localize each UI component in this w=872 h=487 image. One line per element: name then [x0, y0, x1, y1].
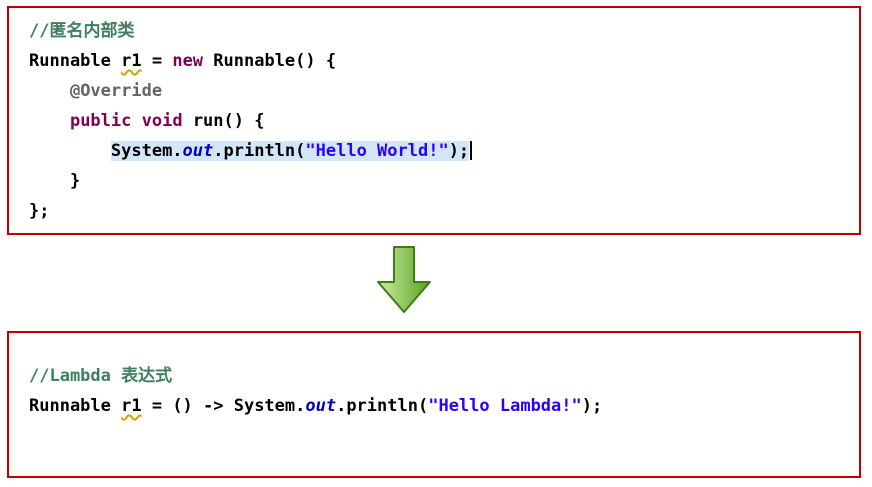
code-token-plain: System. — [110, 141, 183, 161]
code-line: //匿名内部类 — [29, 16, 849, 46]
code-token-string: "Hello Lambda!" — [428, 396, 582, 416]
code-token-plain: Runnable — [29, 396, 122, 416]
code-token-comment: //匿名内部类 — [29, 21, 135, 41]
code-token-plain: .println( — [213, 141, 306, 161]
code-line: }; — [29, 196, 849, 226]
code-token-plain: Runnable — [29, 51, 122, 71]
down-arrow-graphic — [377, 246, 431, 313]
code-line: System.out.println("Hello World!"); — [29, 136, 849, 166]
code-token-string: "Hello World!" — [305, 141, 449, 161]
code-editor-anonymous-inner-class[interactable]: //匿名内部类 Runnable r1 = new Runnable() { @O… — [7, 6, 861, 235]
code-token-keyword: void — [141, 111, 183, 131]
code-token-plain: = — [141, 51, 173, 71]
code-token-plain — [29, 141, 111, 161]
code-line: Runnable r1 = new Runnable() { — [29, 46, 849, 76]
code-line: //Lambda 表达式 — [29, 361, 849, 391]
code-token-warn: r1 — [121, 396, 142, 416]
code-token-field: out — [182, 141, 214, 161]
code-token-plain: = () -> System. — [141, 396, 306, 416]
code-token-plain: run() { — [182, 111, 265, 131]
code-token-plain: }; — [29, 201, 50, 221]
code-token-comment: //Lambda 表达式 — [29, 366, 173, 386]
code-token-plain: .println( — [336, 396, 429, 416]
text-caret — [470, 141, 473, 160]
code-line: } — [29, 166, 849, 196]
code-token-keyword: public — [69, 111, 132, 131]
code-line: @Override — [29, 76, 849, 106]
code-token-annotation: @Override — [69, 81, 163, 101]
code-token-warn: r1 — [121, 51, 142, 71]
code-token-plain: ); — [581, 396, 603, 416]
code-token-field: out — [305, 396, 337, 416]
code-token-plain — [131, 111, 141, 131]
code-token-plain: ); — [448, 141, 470, 161]
down-arrow-icon — [376, 246, 432, 314]
code-line: Runnable r1 = () -> System.out.println("… — [29, 391, 849, 421]
code-line: public void run() { — [29, 106, 849, 136]
code-token-keyword: new — [172, 51, 204, 71]
code-token-plain: Runnable() { — [203, 51, 337, 71]
code-editor-lambda-expression[interactable]: //Lambda 表达式 Runnable r1 = () -> System.o… — [7, 331, 861, 478]
code-token-plain — [29, 81, 70, 101]
code-token-plain: } — [29, 171, 81, 191]
code-token-plain — [29, 111, 70, 131]
